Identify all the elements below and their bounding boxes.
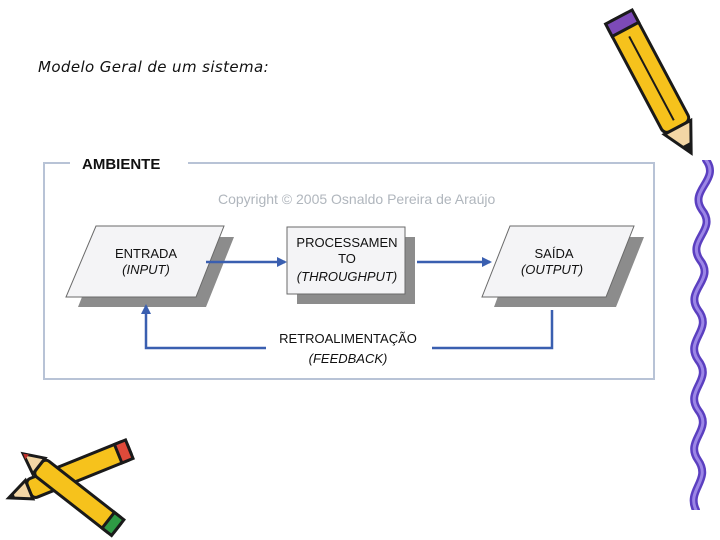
feedback-label: RETROALIMENTAÇÃO [279,331,417,346]
process-label: PROCESSAMEN [296,235,397,250]
input-node: ENTRADA (INPUT) [66,226,234,307]
input-sublabel: (INPUT) [122,262,170,277]
process-node: PROCESSAMEN TO (THROUGHPUT) [287,227,415,304]
input-label: ENTRADA [115,246,177,261]
feedback-sublabel: (FEEDBACK) [309,351,388,366]
pencils-clipart [0,428,150,538]
squiggle-border [676,160,720,510]
environment-label: AMBIENTE [82,156,160,173]
process-label-cont: TO [338,251,356,266]
output-label: SAÍDA [534,246,573,261]
output-node: SAÍDA (OUTPUT) [482,226,644,307]
pencil-clipart [600,0,710,175]
output-sublabel: (OUTPUT) [521,262,583,277]
process-sublabel: (THROUGHPUT) [297,269,397,284]
copyright-watermark: Copyright © 2005 Osnaldo Pereira de Araú… [218,191,495,207]
